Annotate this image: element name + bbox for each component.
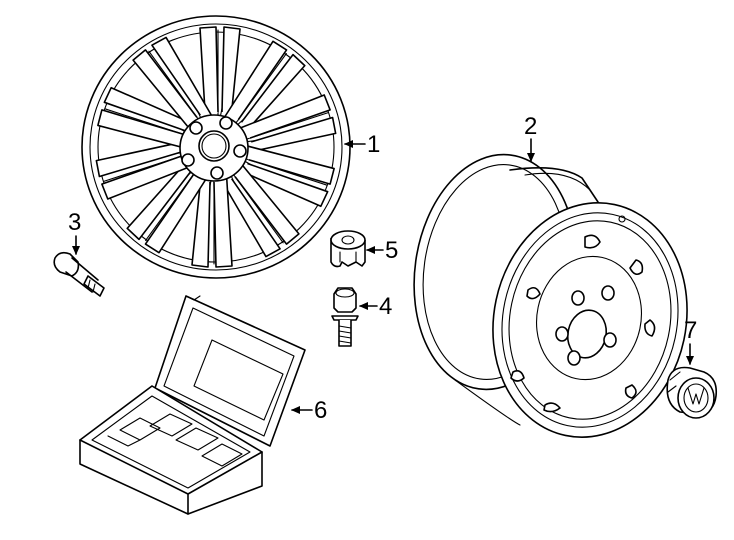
lock-adapter xyxy=(330,230,366,268)
steel-wheel xyxy=(413,153,688,438)
callout-5: 5 xyxy=(385,237,398,264)
callout-7: 7 xyxy=(684,317,697,344)
valve-stem xyxy=(53,251,105,297)
callout-1: 1 xyxy=(367,131,380,158)
lock-kit-case xyxy=(79,295,306,515)
callout-2: 2 xyxy=(524,113,537,140)
lock-kit-case-lid xyxy=(154,295,306,447)
alloy-wheel xyxy=(81,15,351,279)
lock-kit-case-base xyxy=(79,385,263,515)
center-cap xyxy=(666,366,718,419)
callout-4: 4 xyxy=(379,293,392,320)
wheel-bolt xyxy=(331,287,359,347)
steel-wheel-bolt-holes xyxy=(555,285,617,366)
alloy-wheel-hub xyxy=(179,114,249,182)
callout-6: 6 xyxy=(314,397,327,424)
steel-wheel-vent-holes xyxy=(510,234,656,413)
callout-3: 3 xyxy=(68,209,81,236)
